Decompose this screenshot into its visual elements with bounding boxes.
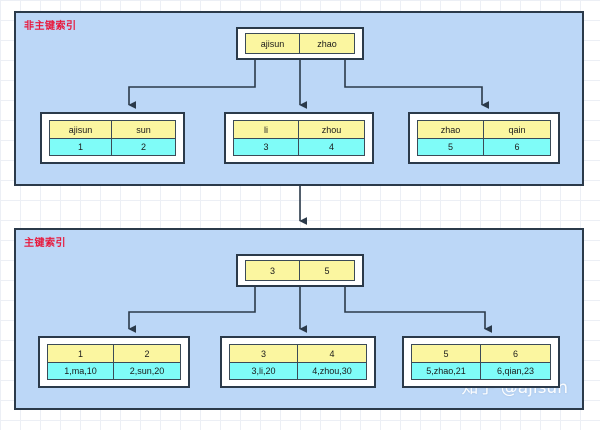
primary-root-node[interactable]: 3 5 bbox=[236, 254, 364, 287]
secondary-leaf-1-cells: ajisun sun 1 2 bbox=[49, 120, 176, 156]
secondary-leaf-2-keyrow: li zhou bbox=[234, 121, 364, 138]
secondary-leaf-node-1[interactable]: ajisun sun 1 2 bbox=[40, 112, 185, 164]
primary-leaf-3-val-1: 6,qian,23 bbox=[481, 362, 550, 379]
secondary-leaf-2-valrow: 3 4 bbox=[234, 138, 364, 155]
primary-leaf-3-valrow: 5,zhao,21 6,qian,23 bbox=[412, 362, 550, 379]
primary-leaf-1-key-0: 1 bbox=[48, 345, 114, 362]
primary-leaf-1-cells: 1 2 1,ma,10 2,sun,20 bbox=[47, 344, 181, 380]
secondary-root-cells: ajisun zhao bbox=[245, 33, 355, 54]
primary-leaf-3-cells: 5 6 5,zhao,21 6,qian,23 bbox=[411, 344, 551, 380]
secondary-leaf-2-cells: li zhou 3 4 bbox=[233, 120, 365, 156]
primary-leaf-2-keyrow: 3 4 bbox=[230, 345, 366, 362]
secondary-leaf-1-valrow: 1 2 bbox=[50, 138, 175, 155]
primary-leaf-1-key-1: 2 bbox=[114, 345, 180, 362]
secondary-leaf-3-val-0: 5 bbox=[418, 138, 484, 155]
secondary-leaf-3-valrow: 5 6 bbox=[418, 138, 550, 155]
primary-leaf-node-2[interactable]: 3 4 3,li,20 4,zhou,30 bbox=[220, 336, 376, 388]
secondary-leaf-2-key-1: zhou bbox=[299, 121, 364, 138]
secondary-root-key-1: zhao bbox=[300, 34, 354, 53]
secondary-leaf-1-key-1: sun bbox=[112, 121, 175, 138]
secondary-leaf-2-key-0: li bbox=[234, 121, 299, 138]
secondary-leaf-1-key-0: ajisun bbox=[50, 121, 113, 138]
primary-leaf-node-1[interactable]: 1 2 1,ma,10 2,sun,20 bbox=[38, 336, 190, 388]
secondary-leaf-1-val-1: 2 bbox=[112, 138, 175, 155]
secondary-root-node[interactable]: ajisun zhao bbox=[236, 27, 364, 60]
secondary-leaf-3-key-1: qain bbox=[484, 121, 550, 138]
secondary-leaf-3-val-1: 6 bbox=[484, 138, 550, 155]
secondary-leaf-3-keyrow: zhao qain bbox=[418, 121, 550, 138]
primary-leaf-node-3[interactable]: 5 6 5,zhao,21 6,qian,23 bbox=[402, 336, 560, 388]
panel-label-secondary-index: 非主键索引 bbox=[24, 21, 77, 32]
primary-root-key-0: 3 bbox=[246, 261, 301, 280]
secondary-leaf-2-val-1: 4 bbox=[299, 138, 364, 155]
secondary-root-keyrow: ajisun zhao bbox=[246, 34, 354, 53]
secondary-leaf-node-3[interactable]: zhao qain 5 6 bbox=[408, 112, 560, 164]
primary-leaf-2-val-0: 3,li,20 bbox=[230, 362, 298, 379]
panel-label-primary-index: 主键索引 bbox=[24, 238, 66, 249]
primary-leaf-1-valrow: 1,ma,10 2,sun,20 bbox=[48, 362, 180, 379]
primary-leaf-2-valrow: 3,li,20 4,zhou,30 bbox=[230, 362, 366, 379]
primary-leaf-2-key-1: 4 bbox=[298, 345, 366, 362]
primary-leaf-1-val-0: 1,ma,10 bbox=[48, 362, 114, 379]
primary-leaf-3-key-1: 6 bbox=[481, 345, 550, 362]
primary-leaf-1-keyrow: 1 2 bbox=[48, 345, 180, 362]
primary-leaf-2-val-1: 4,zhou,30 bbox=[298, 362, 366, 379]
primary-leaf-1-val-1: 2,sun,20 bbox=[114, 362, 180, 379]
secondary-leaf-1-val-0: 1 bbox=[50, 138, 113, 155]
secondary-leaf-2-val-0: 3 bbox=[234, 138, 299, 155]
primary-leaf-3-val-0: 5,zhao,21 bbox=[412, 362, 481, 379]
primary-leaf-3-key-0: 5 bbox=[412, 345, 481, 362]
primary-leaf-2-cells: 3 4 3,li,20 4,zhou,30 bbox=[229, 344, 367, 380]
secondary-leaf-node-2[interactable]: li zhou 3 4 bbox=[224, 112, 374, 164]
primary-leaf-3-keyrow: 5 6 bbox=[412, 345, 550, 362]
primary-root-keyrow: 3 5 bbox=[246, 261, 354, 280]
primary-root-cells: 3 5 bbox=[245, 260, 355, 281]
primary-root-key-1: 5 bbox=[300, 261, 354, 280]
secondary-leaf-3-cells: zhao qain 5 6 bbox=[417, 120, 551, 156]
secondary-leaf-1-keyrow: ajisun sun bbox=[50, 121, 175, 138]
secondary-leaf-3-key-0: zhao bbox=[418, 121, 484, 138]
secondary-root-key-0: ajisun bbox=[246, 34, 301, 53]
primary-leaf-2-key-0: 3 bbox=[230, 345, 298, 362]
